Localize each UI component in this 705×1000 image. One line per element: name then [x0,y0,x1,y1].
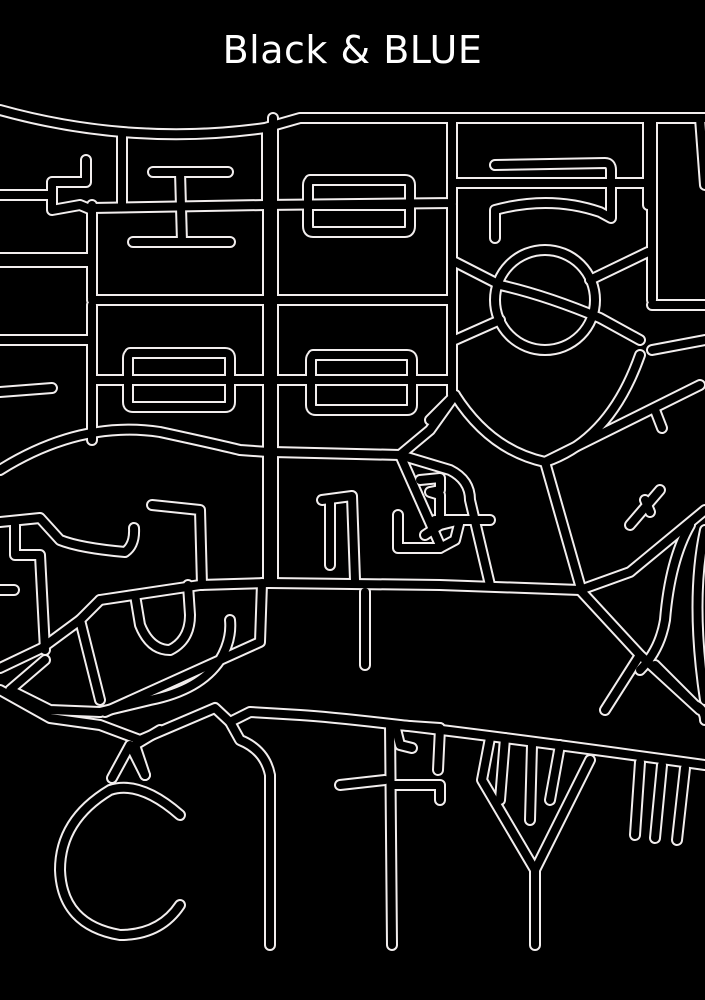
poster-title: Black & BLUE [222,28,483,72]
road-cores [0,110,705,945]
